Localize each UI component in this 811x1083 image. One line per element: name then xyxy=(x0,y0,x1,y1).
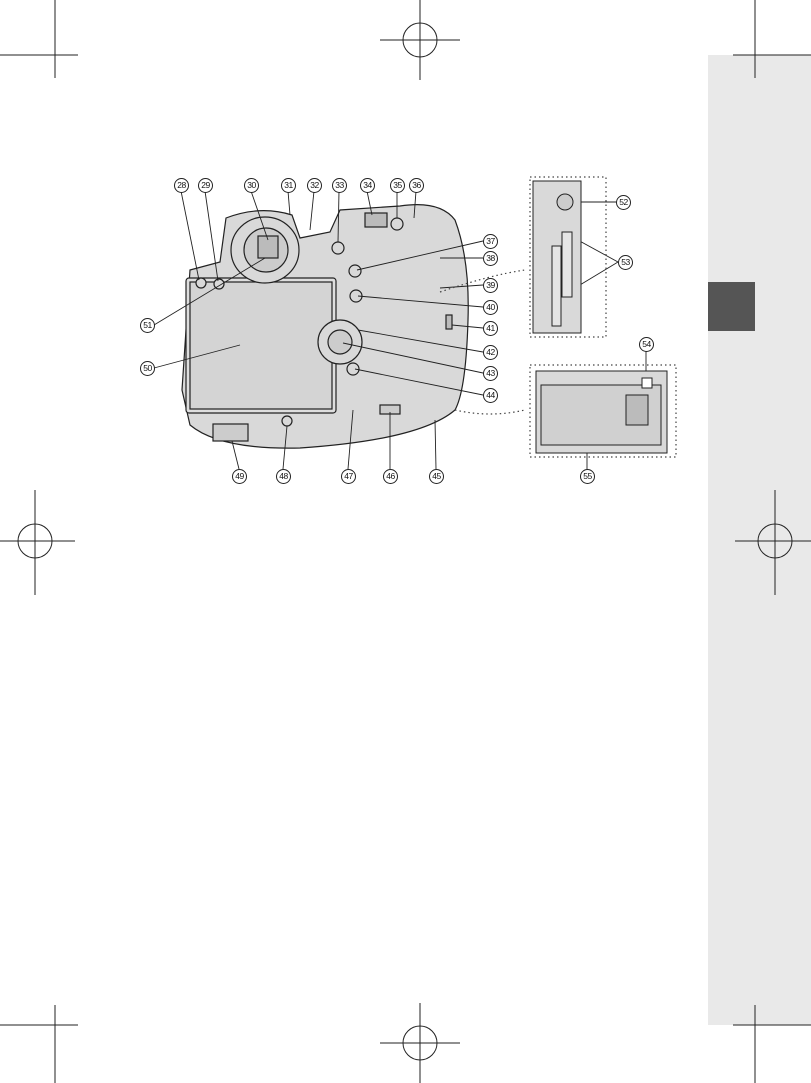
callout-51: 51 xyxy=(140,318,155,333)
chapter-side-strip xyxy=(708,55,811,1025)
inset-dotted-borders xyxy=(439,176,677,458)
callout-53: 53 xyxy=(618,255,633,270)
callout-41: 41 xyxy=(483,321,498,336)
callout-55: 55 xyxy=(580,469,595,484)
callout-48: 48 xyxy=(276,469,291,484)
callout-43: 43 xyxy=(483,366,498,381)
callout-49: 49 xyxy=(232,469,247,484)
callout-32: 32 xyxy=(307,178,322,193)
callout-52: 52 xyxy=(616,195,631,210)
callout-45: 45 xyxy=(429,469,444,484)
callout-42: 42 xyxy=(483,345,498,360)
callout-54: 54 xyxy=(639,337,654,352)
callout-38: 38 xyxy=(483,251,498,266)
callout-34: 34 xyxy=(360,178,375,193)
callout-36: 36 xyxy=(409,178,424,193)
callout-50: 50 xyxy=(140,361,155,376)
callout-44: 44 xyxy=(483,388,498,403)
detail-insets xyxy=(532,180,668,454)
callout-30: 30 xyxy=(244,178,259,193)
callout-46: 46 xyxy=(383,469,398,484)
callout-31: 31 xyxy=(281,178,296,193)
camera-back-illustration xyxy=(181,204,469,449)
leader-lines xyxy=(153,190,647,470)
callout-40: 40 xyxy=(483,300,498,315)
chapter-tab xyxy=(708,282,755,331)
callout-37: 37 xyxy=(483,234,498,249)
callout-35: 35 xyxy=(390,178,405,193)
callout-28: 28 xyxy=(174,178,189,193)
callout-33: 33 xyxy=(332,178,347,193)
callout-39: 39 xyxy=(483,278,498,293)
callout-47: 47 xyxy=(341,469,356,484)
callout-29: 29 xyxy=(198,178,213,193)
